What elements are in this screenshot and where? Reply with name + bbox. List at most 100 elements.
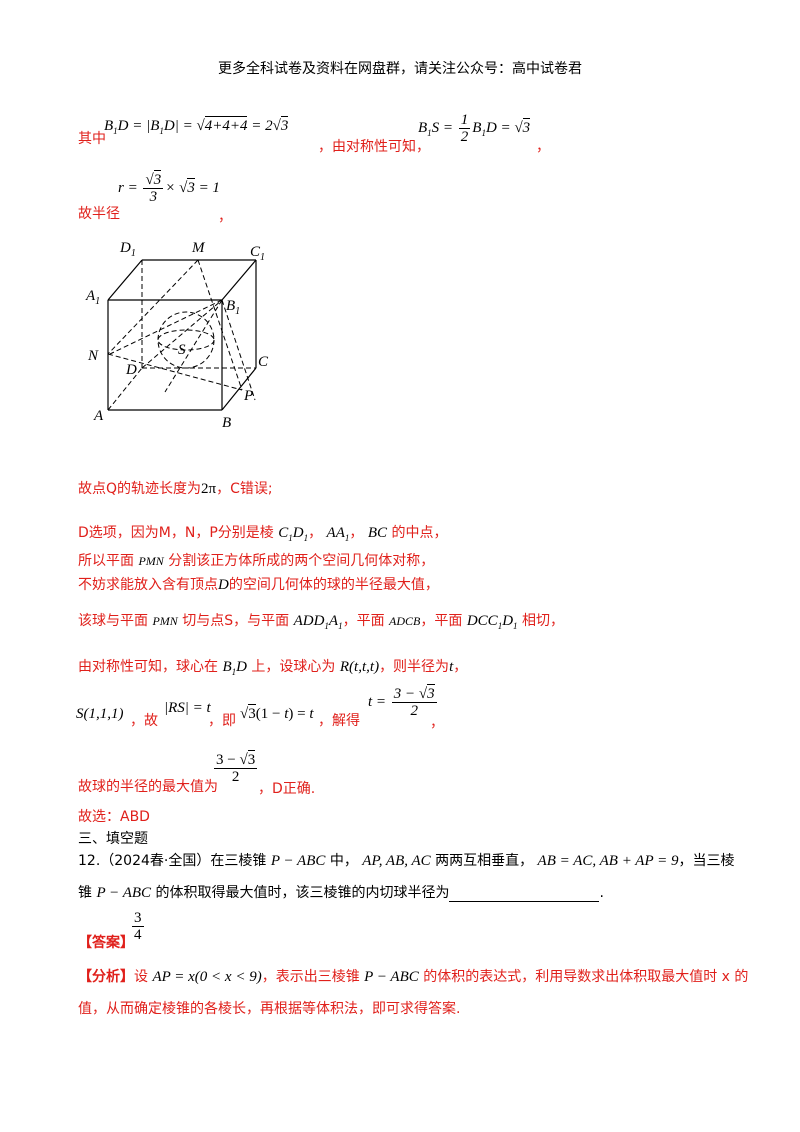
question-source: （2024春·全国）	[100, 853, 211, 869]
text: 设	[134, 969, 148, 985]
text: ，	[536, 139, 550, 155]
text: 故球的半径的最大值为	[78, 779, 218, 795]
formula-s111: S(1,1,1)	[76, 706, 124, 722]
formula-b1d-length: B1D = |B1D| = √4+4+4 = 2√3	[104, 116, 289, 136]
text: ，即	[208, 713, 236, 729]
text: 的中点，	[391, 525, 448, 541]
label-b1: B1	[226, 298, 240, 317]
formula-2pi: 2π	[201, 481, 217, 497]
text: D选项，因为M，N，P分别是棱	[78, 525, 274, 541]
text: ，由对称性可知，	[318, 139, 430, 155]
label-b: B	[222, 415, 231, 431]
formula-b1d: B1D	[222, 659, 247, 677]
label-c1: C1	[250, 244, 265, 263]
solution-line-6: 不妨求能放入含有顶点D的空间几何体的球的半径最大值，	[78, 574, 439, 594]
analysis-line-2: 值，从而确定棱锥的各棱长，再根据等体积法，即可求得答案.	[78, 1001, 461, 1017]
text: ，C错误;	[216, 481, 273, 497]
solution-line-5: 所以平面 PMN 分割该正方体所成的两个空间几何体对称，	[78, 550, 434, 570]
text: 两两互相垂直，	[435, 853, 534, 869]
text: 其中	[78, 131, 106, 147]
text: 相切，	[521, 613, 564, 629]
text: ，则半径为	[379, 659, 450, 675]
text: .	[599, 885, 604, 901]
label-p: P	[243, 388, 253, 404]
formula-p-abc: P − ABC	[96, 885, 152, 901]
analysis-line-1: 【分析】设 AP = x(0 < x < 9)，表示出三棱锥 P − ABC 的…	[78, 966, 748, 986]
text: ，解得	[318, 713, 360, 729]
label-s: S	[178, 342, 186, 358]
solution-line-1: 其中	[78, 128, 106, 148]
label-m: M	[191, 240, 206, 256]
text: 的空间几何体的球的半径最大值，	[228, 577, 439, 593]
label-a1: A1	[85, 288, 100, 307]
text: 的体积的表达式，利用导数求出体积取最大值时 x 的	[423, 969, 749, 985]
text: 故点Q的轨迹长度为	[78, 481, 202, 497]
formula-aa1: AA1	[326, 525, 350, 543]
formula-bc: BC	[367, 525, 387, 541]
text: 中，	[329, 853, 358, 869]
answer-choice: 故选：ABD	[78, 809, 150, 825]
label-n: N	[87, 348, 99, 364]
text: 在三棱锥	[210, 853, 267, 869]
formula-dcc1d1: DCC1D1	[466, 613, 518, 631]
question-12-line-1: 12.（2024春·全国）在三棱锥 P − ABC 中， AP, AB, AC …	[78, 850, 734, 870]
formula-ap-x: AP = x(0 < x < 9)	[152, 969, 262, 985]
formula-ap-ab-ac: AP, AB, AC	[362, 853, 431, 869]
formula-condition: AB = AC, AB + AP = 9	[537, 853, 679, 869]
text: 切与点S，与平面	[182, 613, 290, 629]
text: 不妨求能放入含有顶点	[78, 577, 218, 593]
text: 所以平面	[78, 553, 134, 569]
text: ，平面	[420, 613, 463, 629]
formula-t: t	[449, 659, 454, 675]
solution-line-4: D选项，因为M，N，P分别是棱 C1D1， AA1， BC 的中点，	[78, 522, 447, 543]
label-a: A	[93, 408, 104, 424]
text: ，	[430, 715, 444, 731]
text: 该球与平面	[78, 613, 148, 629]
label-c: C	[258, 354, 269, 370]
page-header: 更多全科试卷及资料在网盘群，请关注公众号：高中试卷君	[218, 61, 582, 77]
text: 由对称性可知，球心在	[78, 659, 218, 675]
text: 故半径	[78, 206, 120, 222]
formula-p-abc: P − ABC	[364, 969, 419, 985]
label-d1: D1	[119, 240, 136, 259]
text: ，D正确.	[258, 781, 316, 797]
formula-add1a1: ADD1A1	[293, 613, 343, 631]
text: 分割该正方体所成的两个空间几何体对称，	[168, 553, 435, 569]
text: ，故	[130, 713, 158, 729]
analysis-label: 【分析】	[78, 969, 134, 985]
question-12-line-2: 锥 P − ABC 的体积取得最大值时，该三棱锥的内切球半径为.	[78, 882, 604, 902]
text: ，	[349, 525, 364, 541]
text: ，	[453, 659, 468, 675]
text: ，当三棱	[678, 853, 735, 869]
formula-d: D	[218, 577, 229, 593]
text: 上，设球心为	[251, 659, 336, 675]
text: ，	[218, 209, 232, 225]
formula-rs-eq-t: |RS| = t	[164, 700, 211, 716]
answer-label: 【答案】	[78, 935, 134, 951]
text: ，	[308, 525, 323, 541]
text: 的体积取得最大值时，该三棱锥的内切球半径为	[155, 885, 450, 901]
section-title: 三、填空题	[78, 831, 148, 847]
formula-pmn: PMN	[138, 554, 164, 568]
solution-line-3: 故点Q的轨迹长度为2π，C错误;	[78, 478, 273, 498]
formula-pmn: PMN	[152, 614, 178, 628]
solution-line-8: 由对称性可知，球心在 B1D 上，设球心为 R(t,t,t)，则半径为t，	[78, 656, 467, 677]
cube-figure: D1 M C1 A1 B1 N S C D P A B	[85, 240, 269, 431]
text: ，表示出三棱锥	[261, 969, 360, 985]
formula-sqrt3-1-t: √3(1 − t) = t	[240, 704, 314, 722]
formula-adcb: ADCB	[389, 614, 421, 628]
text: 锥	[78, 885, 92, 901]
formula-c1d1: C1D1	[278, 525, 309, 543]
question-number: 12.	[78, 853, 101, 869]
answer-blank	[449, 887, 600, 902]
label-d: D	[125, 362, 137, 378]
formula-p-abc: P − ABC	[270, 853, 326, 869]
solution-line-7: 该球与平面 PMN 切与点S，与平面 ADD1A1，平面 ADCB，平面 DCC…	[78, 610, 564, 631]
formula-rttt: R(t,t,t)	[339, 659, 380, 675]
text: ，平面	[342, 613, 385, 629]
